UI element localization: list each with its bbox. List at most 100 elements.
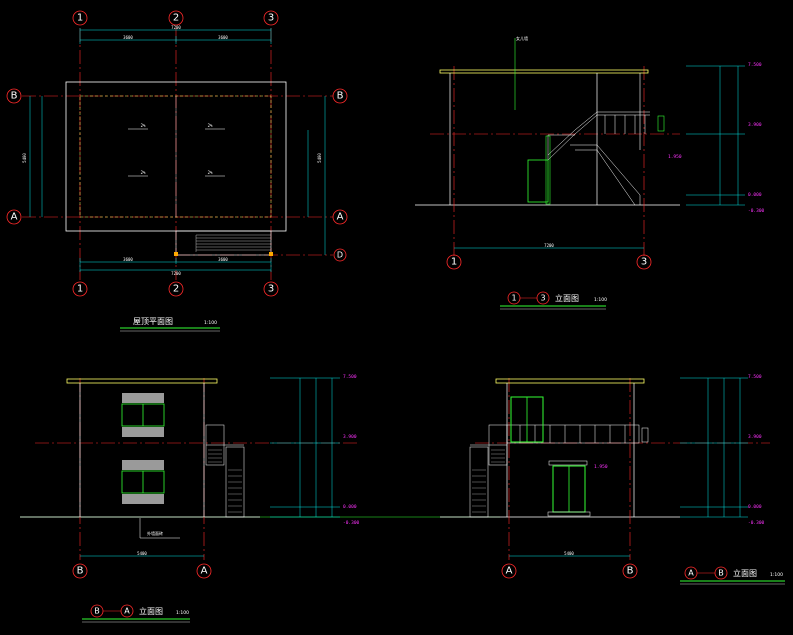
slope-label: 2% <box>208 123 213 128</box>
stair-post <box>545 135 551 205</box>
elev-mid: 3.900 <box>748 122 762 128</box>
grid-bubble-a-right: A <box>332 209 348 225</box>
svg-text:1:100: 1:100 <box>770 572 783 578</box>
svg-text:A: A <box>11 212 18 223</box>
column-marker <box>269 252 273 256</box>
grid-bubble-b-right: B <box>332 88 348 104</box>
grid-bubble-1-top: 1 <box>72 10 88 26</box>
elev-dim-right <box>686 65 745 206</box>
material-note: 外墙面砖 <box>147 530 163 536</box>
elev-ground: -0.300 <box>343 520 360 526</box>
dim-total-bottom: 7200 <box>171 271 181 276</box>
grid-bubble-3-bottom: 3 <box>263 281 279 297</box>
window-small <box>657 115 665 132</box>
column-marker <box>174 252 178 256</box>
svg-text:D: D <box>337 251 343 260</box>
roof-slab <box>66 378 218 384</box>
svg-text:A: A <box>124 607 130 616</box>
svg-text:1: 1 <box>451 257 457 268</box>
grid-bubble-a-left: A <box>6 209 22 225</box>
elev-mid: 3.900 <box>343 434 357 440</box>
grid-bubble-b: B <box>622 563 638 579</box>
svg-text:1: 1 <box>511 294 516 303</box>
svg-text:B: B <box>77 566 84 577</box>
elev-dim-right <box>680 377 748 518</box>
elev-a-b-title: A B 立面图 1:100 <box>680 566 785 585</box>
grid-bubble-1: 1 <box>446 254 462 270</box>
svg-text:2: 2 <box>173 284 179 295</box>
svg-text:1:100: 1:100 <box>594 297 607 303</box>
roof-plan: 2% 2% 2% 2% 7200 3600 3600 3600 3600 720… <box>6 10 348 332</box>
door <box>527 159 549 203</box>
dim-depth-left: 5400 <box>22 153 27 163</box>
elevation-a-b: 1.950 7.500 3.900 0.000 -0.300 5400 A B … <box>440 374 785 585</box>
window-lower <box>121 460 165 504</box>
grid-bubble-b-left: B <box>6 88 22 104</box>
slope-label: 2% <box>141 123 146 128</box>
dim-bay-left-bottom: 3600 <box>123 257 133 262</box>
elev-top: 7.500 <box>748 62 762 68</box>
grid-bubble-2-top: 2 <box>168 10 184 26</box>
plan-scale: 1:100 <box>204 320 217 326</box>
elev-low: 0.000 <box>343 504 357 510</box>
roof-slab <box>495 378 645 384</box>
svg-text:B: B <box>718 569 724 578</box>
plan-dim-left <box>29 96 43 217</box>
stair-treads <box>195 234 271 252</box>
svg-text:B: B <box>11 91 18 102</box>
elev-low: 0.000 <box>748 504 762 510</box>
elev-dim-right <box>270 377 340 518</box>
upper-door <box>510 396 544 443</box>
stair-hatch <box>472 449 505 513</box>
exterior-stair <box>547 111 650 206</box>
svg-text:3: 3 <box>641 257 647 268</box>
svg-text:立面图: 立面图 <box>733 568 757 578</box>
elevation-1-3: 女儿墙 7.500 3.900 0.000 -0.300 1.950 7200 … <box>415 35 765 310</box>
plan-title: 屋顶平面图 <box>133 317 173 326</box>
stair-outline <box>175 230 272 256</box>
elev-1-3-title: 1 3 立面图 1:100 <box>500 291 607 310</box>
svg-text:A: A <box>337 212 344 223</box>
grid-bubble-a: A <box>196 563 212 579</box>
grid-bubble-b: B <box>72 563 88 579</box>
elev-mid: 3.900 <box>748 434 762 440</box>
parapet-note: 女儿墙 <box>516 35 528 41</box>
dim-bay-left: 3600 <box>123 35 133 40</box>
slope-label: 2% <box>208 170 213 175</box>
side-dim-width: 5400 <box>564 551 574 556</box>
plan-dim-top <box>79 28 272 44</box>
svg-text:A: A <box>688 569 694 578</box>
grid-bubble-a: A <box>501 563 517 579</box>
grid-bubble-1-bottom: 1 <box>72 281 88 297</box>
svg-text:立面图: 立面图 <box>555 293 579 303</box>
elev-door: 1.950 <box>594 464 608 470</box>
dim-depth-right: 5400 <box>317 153 322 163</box>
elev-top: 7.500 <box>748 374 762 380</box>
elevation-b-a: 外墙面砖 7.500 3.900 0.000 -0.300 5400 B A B… <box>20 374 500 623</box>
dim-bay-right-bottom: 3600 <box>218 257 228 262</box>
elev-dim-width: 7200 <box>544 243 554 248</box>
exterior-stair-side <box>205 424 245 518</box>
dim-total-top: 7200 <box>171 25 181 30</box>
window-upper <box>121 393 165 437</box>
svg-text:1: 1 <box>77 13 83 24</box>
elev-top: 7.500 <box>343 374 357 380</box>
side-dim-width: 5400 <box>137 551 147 556</box>
elev-stair: 1.950 <box>668 154 682 160</box>
parapet-line <box>79 95 272 218</box>
plan-dim-bottom <box>79 258 272 272</box>
svg-text:2: 2 <box>173 13 179 24</box>
elev-ground: -0.300 <box>748 208 765 214</box>
roof-slab <box>439 69 649 74</box>
svg-text:B: B <box>627 566 634 577</box>
plan-dim-right <box>307 96 326 255</box>
main-door <box>547 460 591 517</box>
grid-bubble-3-top: 3 <box>263 10 279 26</box>
svg-text:3: 3 <box>540 294 545 303</box>
exterior-stair-side <box>469 424 508 518</box>
svg-text:B: B <box>94 607 100 616</box>
svg-text:B: B <box>337 91 344 102</box>
dim-bay-right: 3600 <box>218 35 228 40</box>
svg-text:1: 1 <box>77 284 83 295</box>
